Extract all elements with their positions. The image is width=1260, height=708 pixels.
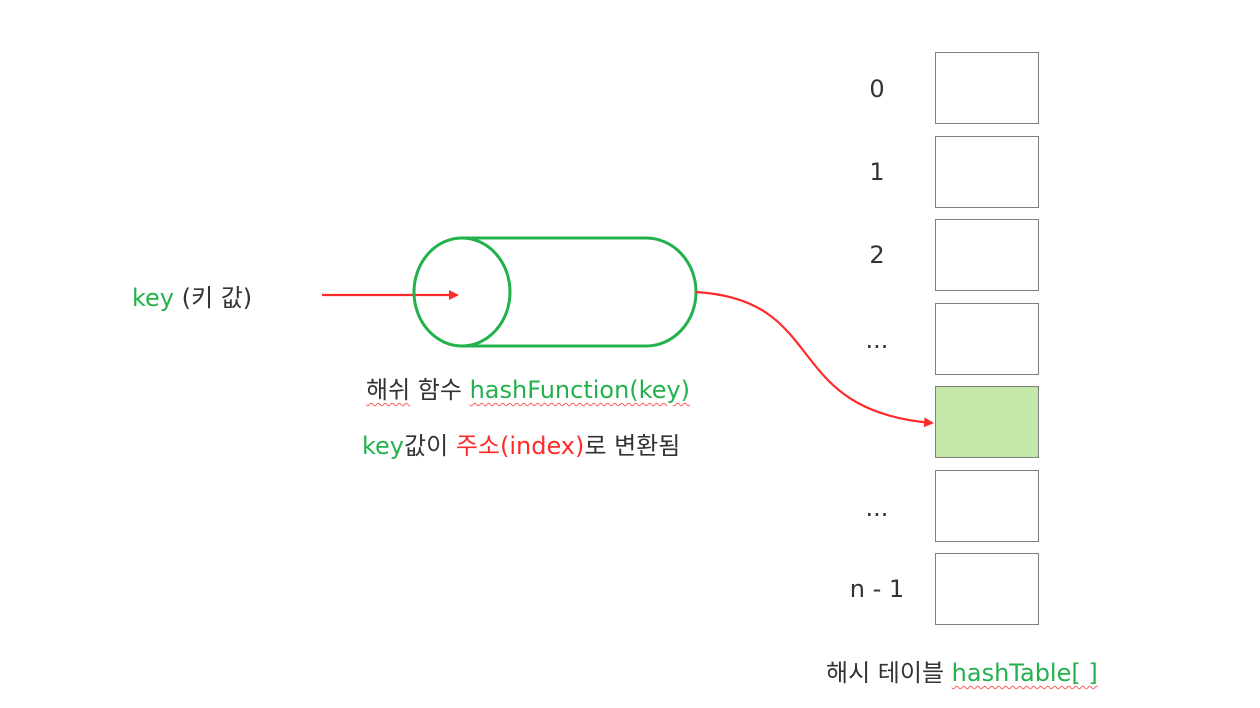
table-cell-4-highlighted xyxy=(935,386,1039,458)
table-caption-name: hashTable[ ] xyxy=(951,659,1098,687)
converted-part1: 값이 xyxy=(404,432,456,460)
table-cell-3 xyxy=(935,303,1039,375)
table-index-1: 1 xyxy=(869,158,885,186)
table-cell-2 xyxy=(935,219,1039,291)
converted-key: key xyxy=(362,432,405,460)
converted-label: key값이 주소(index)로 변환됨 xyxy=(362,426,680,461)
table-cell-0 xyxy=(935,52,1039,124)
function-prefix-rest: 함수 xyxy=(410,376,470,404)
table-index-6: n - 1 xyxy=(849,575,905,603)
table-cell-6 xyxy=(935,553,1039,625)
table-cell-5 xyxy=(935,470,1039,542)
hash-function-cylinder xyxy=(412,236,698,348)
converted-address: 주소(index) xyxy=(455,432,585,460)
converted-part2: 로 변환됨 xyxy=(584,432,681,460)
table-caption-prefix: 해시 테이블 xyxy=(826,659,952,687)
table-index-3: ... xyxy=(865,326,889,354)
table-caption: 해시 테이블 hashTable[ ] xyxy=(826,653,1098,688)
key-korean: (키 값) xyxy=(174,284,253,312)
table-index-5: ... xyxy=(865,494,889,522)
function-prefix-word: 해쉬 xyxy=(366,376,411,404)
table-index-0: 0 xyxy=(869,75,885,103)
function-name: hashFunction(key) xyxy=(469,376,691,404)
key-word: key xyxy=(132,284,175,312)
key-label: key (키 값) xyxy=(132,278,252,313)
table-index-2: 2 xyxy=(869,241,885,269)
table-cell-1 xyxy=(935,136,1039,208)
function-label: 해쉬 함수 hashFunction(key) xyxy=(366,370,690,405)
output-arrow xyxy=(695,290,934,428)
